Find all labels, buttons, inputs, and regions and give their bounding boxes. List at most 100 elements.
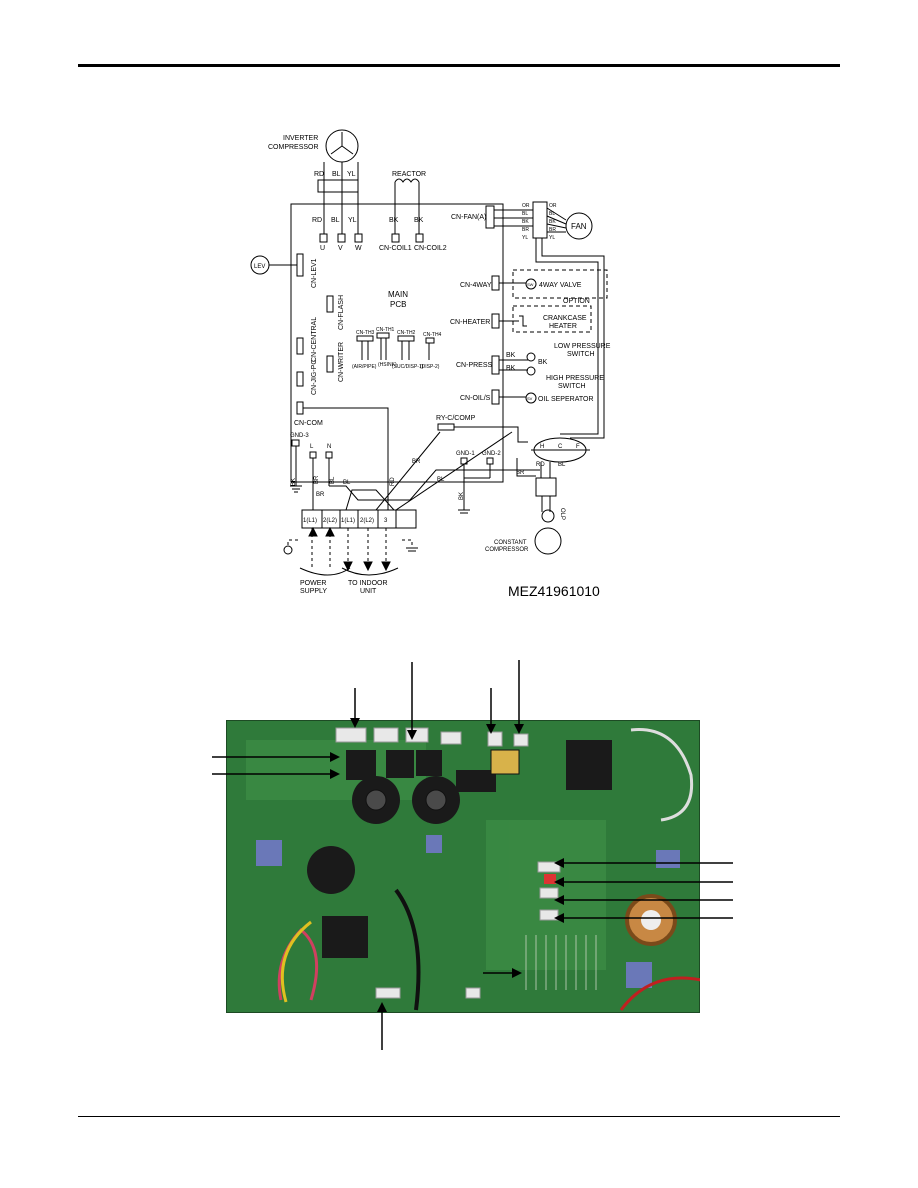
cn-coil2: CN-COIL2 [414,245,447,252]
cn-lev1: CN-LEV1 [311,258,318,288]
compressor-label-1: INVERTER [283,135,318,142]
cn-press: CN-PRESS [456,362,493,369]
high-pressure-2: SWITCH [558,383,586,390]
fan-wire-bl-r: BL [549,211,555,217]
fan-wire-bk-r: BK [549,219,556,225]
cn-coil1: CN-COIL1 [379,245,412,252]
power-supply-2: SUPPLY [300,588,327,595]
cn-jig-pc: CN-JIG-PC [311,360,318,395]
olp-label: OLP [559,508,565,520]
option-label: OPTION [563,298,590,305]
pcb-photo [226,720,700,1013]
cn-com: CN-COM [294,420,323,427]
main-pcb-2: PCB [390,300,406,309]
reactor-label: REACTOR [392,171,426,178]
wire-yl-top: YL [347,171,356,178]
wire-rd-mid: RD [390,477,396,486]
fan-wire-yl: YL [522,235,528,241]
cn-4way: CN-4WAY [460,282,492,289]
contactor-h: H [540,444,544,450]
oil-symbol: SV [527,396,533,401]
heater-label-2: HEATER [549,323,577,330]
note-suc-disp1: (SUC/DISP-1) [392,364,424,370]
wire-rd: RD [312,217,322,224]
oil-label: OIL SEPERATOR [538,396,594,403]
cn-th4: CN-TH4 [423,332,442,338]
gnd-3: GND-3 [290,433,309,439]
term-v: V [338,245,343,252]
cn-th1: CN-TH1 [376,327,395,333]
wire-rd-top: RD [314,171,324,178]
terminal-2: 2(L2) [323,518,337,524]
cn-central: CN-CENTRAL [311,317,318,362]
fan-wire-bk: BK [522,219,529,225]
low-pressure-1: LOW PRESSURE [554,343,611,350]
reactor-wire-2: BK [414,217,424,224]
const-comp-2: COMPRESSOR [485,547,529,553]
wire-br-term: BR [316,492,325,498]
main-pcb-1: MAIN [388,290,408,299]
low-pressure-2: SWITCH [567,351,595,358]
const-comp-1: CONSTANT [494,540,527,546]
contactor-f: F [576,444,580,450]
main-pcb-border [290,203,504,483]
wire-bk-ground: BK [291,478,297,486]
wire-bl-term: BL [343,480,351,486]
indoor-unit-2: UNIT [360,588,377,595]
fan-wire-br-r: BR [549,227,556,233]
term-w: W [355,245,362,252]
header-rule [78,64,840,67]
press-wire-2: BK [506,365,516,372]
fan-wire-or-r: OR [549,203,557,209]
cn-flash: CN-FLASH [338,295,345,330]
press-wire-1: BK [506,352,516,359]
term-l: L [310,444,314,450]
wiring-diagram: INVERTER COMPRESSOR RD BL YL RD BL YL U … [250,129,611,595]
note-disp2: (DISP-2) [420,364,440,370]
terminal-5: 3 [384,518,388,524]
terminal-1: 1(L1) [303,518,317,524]
cn-th3: CN-TH3 [356,330,375,336]
high-pressure-1: HIGH PRESSURE [546,375,604,382]
diagram-code: MEZ41961010 [508,583,600,599]
cn-writer: CN-WRITER [338,342,345,382]
term-n: N [327,444,331,450]
cn-th2: CN-TH2 [397,330,416,336]
press-wire-3: BK [538,359,548,366]
fan-wire-or: OR [522,203,530,209]
terminal-4: 2(L2) [360,518,374,524]
valve-symbol: SW [527,282,534,287]
relay-label: RY-C/COMP [436,415,476,422]
terminal-block [301,509,417,529]
contactor-c: C [558,444,563,450]
wire-bl-cont: BL [558,462,566,468]
heater-label-1: CRANKCASE [543,315,587,322]
reactor-wire-1: BK [389,217,399,224]
wire-br-l: BR [314,475,320,484]
note-air-pipe: (AIR/PIPE) [352,364,377,370]
wire-br-cont: BR [516,470,525,476]
valve-label: 4WAY VALVE [539,282,582,289]
wire-br-mid: BR [412,459,421,465]
wire-bl: BL [331,217,340,224]
fan-wire-br: BR [522,227,529,233]
compressor-label-2: COMPRESSOR [268,144,319,151]
wire-bl-n: BL [330,476,336,484]
wire-yl: YL [348,217,357,224]
cn-oil-s: CN-OIL/S [460,395,491,402]
fan-wire-yl-r: YL [549,235,555,241]
gnd-2: GND-2 [482,451,501,457]
wire-rd-cont: RD [536,462,545,468]
fan-label: FAN [571,222,587,231]
cn-fan-a: CN-FAN(A) [451,214,486,221]
gnd-1: GND-1 [456,451,475,457]
wire-bl-gnd: BL [437,477,445,483]
power-supply-1: POWER [300,580,326,587]
cn-heater: CN-HEATER [450,319,490,326]
note-hsink: (HSINK) [378,362,397,368]
fan-wire-bl: BL [522,211,528,217]
lev-label: LEV [254,264,265,270]
indoor-unit-1: TO INDOOR [348,580,388,587]
wire-bk-gnd1: BK [459,492,465,500]
